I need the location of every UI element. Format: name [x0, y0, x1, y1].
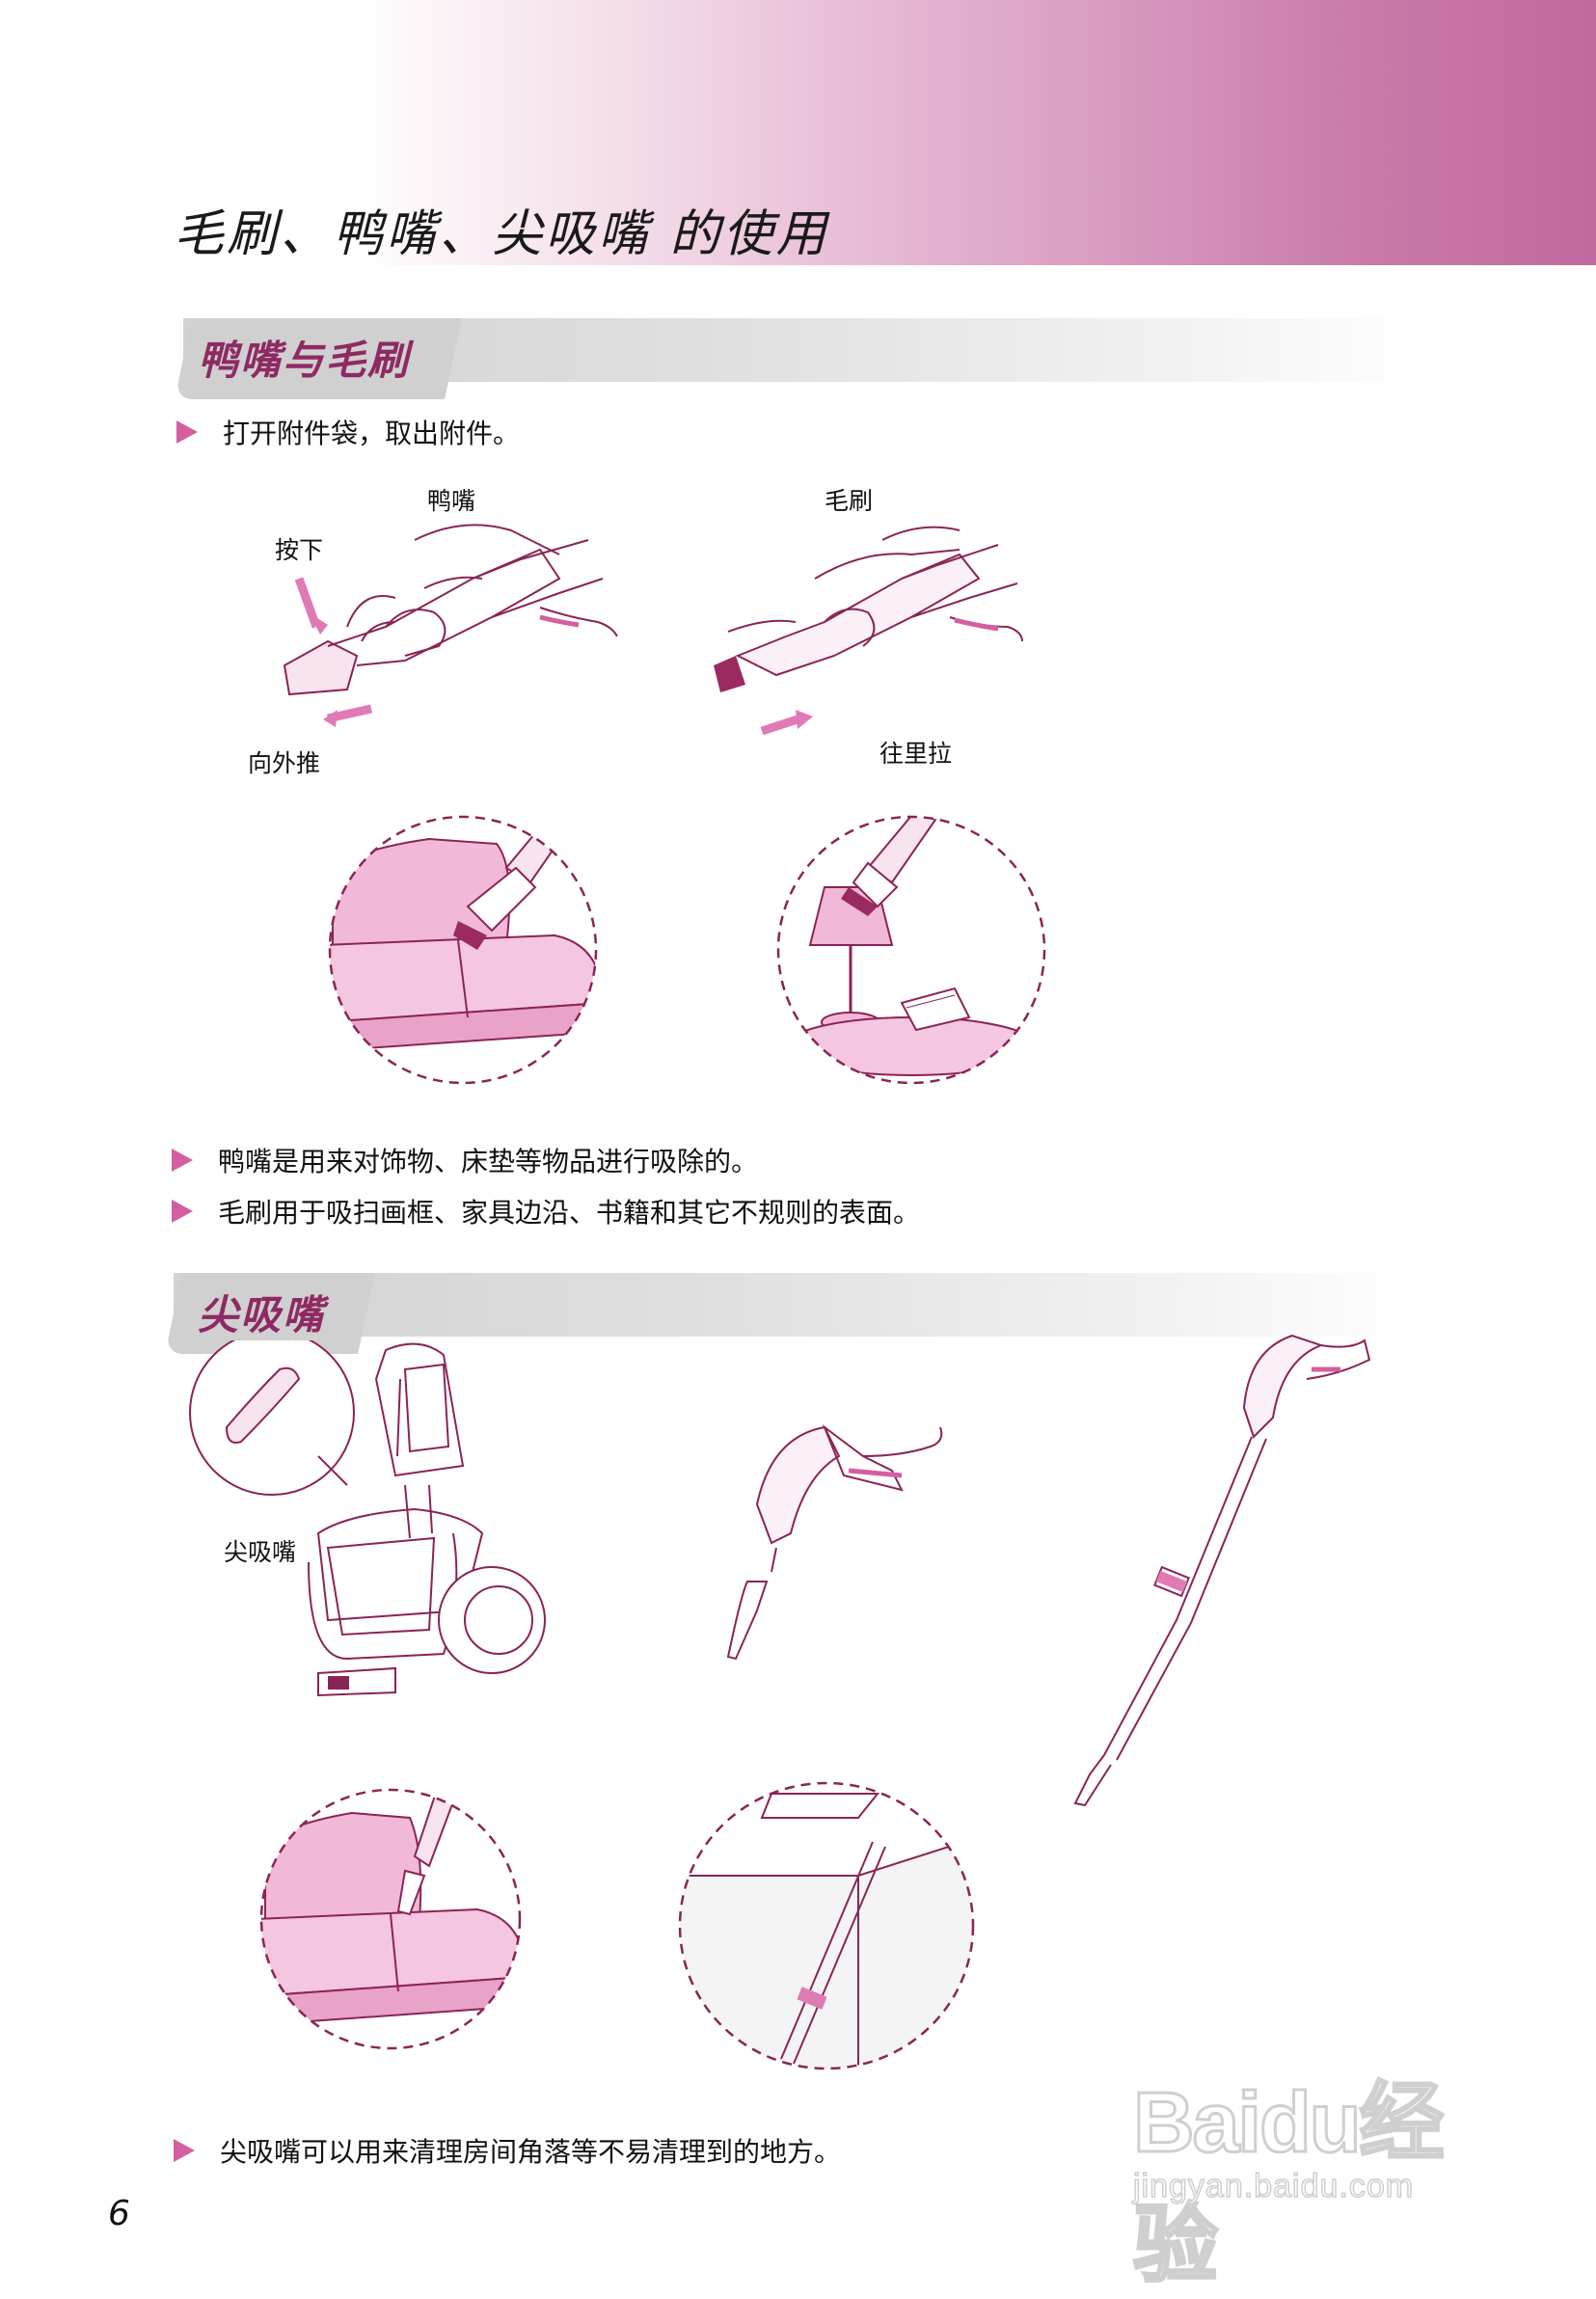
label-push-out: 向外推	[248, 749, 321, 777]
note-crevice: 尖吸嘴可以用来清理房间角落等不易清理到的地方。	[174, 2131, 841, 2170]
duck-nozzle-illustration	[283, 524, 618, 727]
bullet-triangle-icon	[172, 1149, 193, 1172]
sofa-duck-nozzle-circle	[328, 815, 598, 1085]
corner-crevice-circle	[678, 1781, 975, 2070]
label-pull-in: 往里拉	[879, 740, 953, 768]
label-brush: 毛刷	[825, 487, 874, 515]
inset-label-crevice: 尖吸嘴	[224, 1538, 297, 1566]
handle-crevice-illustration	[726, 1424, 943, 1661]
baidu-watermark: Baidu经验 jingyan.baidu.com	[1132, 2054, 1519, 2294]
bullet-triangle-icon	[176, 420, 198, 444]
page-number: 6	[108, 2194, 130, 2233]
section2-title: 尖吸嘴	[198, 1291, 326, 1339]
brush-illustration	[714, 526, 1023, 736]
label-press: 按下	[275, 536, 324, 564]
page-title: 毛刷、鸭嘴、尖吸嘴 的使用	[174, 205, 829, 263]
sofa-crevice-circle	[259, 1788, 522, 2050]
note-crevice-text: 尖吸嘴可以用来清理房间角落等不易清理到的地方。	[220, 2136, 842, 2168]
header-gradient-band	[0, 0, 1596, 265]
wand-crevice-illustration	[1073, 1334, 1371, 1807]
bullet-triangle-icon	[172, 1200, 193, 1223]
section1-title: 鸭嘴与毛刷	[198, 337, 411, 384]
vacuum-body-illustration	[189, 1340, 546, 1697]
note-duck-text: 鸭嘴是用来对饰物、床垫等物品进行吸除的。	[218, 1146, 759, 1177]
lamp-brush-circle	[776, 815, 1046, 1085]
bullet-triangle-icon	[174, 2139, 195, 2162]
note-duck: 鸭嘴是用来对饰物、床垫等物品进行吸除的。	[172, 1141, 758, 1179]
section2-bar	[174, 1273, 1418, 1337]
step-text: 打开附件袋，取出附件。	[223, 418, 521, 449]
note-brush: 毛刷用于吸扫画框、家具边沿、书籍和其它不规则的表面。	[172, 1192, 920, 1231]
label-duck: 鸭嘴	[427, 487, 476, 515]
note-brush-text: 毛刷用于吸扫画框、家具边沿、书籍和其它不规则的表面。	[218, 1197, 921, 1229]
watermark-url: jingyan.baidu.com	[1132, 2167, 1415, 2205]
watermark-brand: Baidu经验	[1132, 2073, 1446, 2294]
step-bullet: 打开附件袋，取出附件。	[176, 413, 520, 451]
